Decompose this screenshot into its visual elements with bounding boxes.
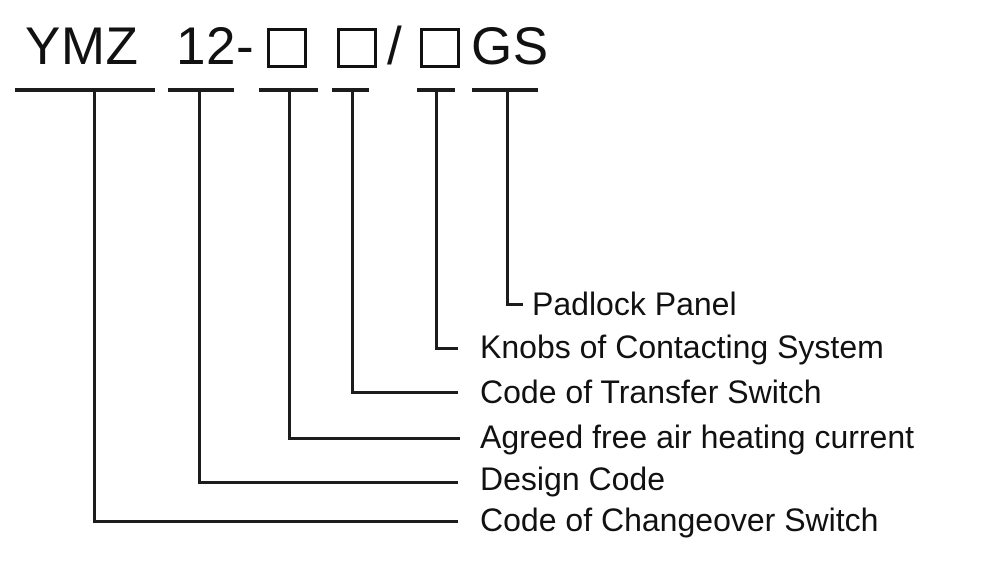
connector-vertical-heating [288, 88, 291, 440]
connector-horizontal-padlock [506, 303, 523, 306]
underline-changeover [15, 88, 155, 92]
underline-design [168, 88, 234, 92]
label-changeover-switch: Code of Changeover Switch [480, 502, 879, 538]
connector-vertical-changeover [93, 88, 96, 523]
label-knobs-of-contacting: Knobs of Contacting System [480, 329, 884, 365]
label-design-code: Design Code [480, 461, 665, 497]
connector-horizontal-heating [288, 437, 460, 440]
placeholder-box-2 [337, 28, 377, 68]
underline-transfer [332, 88, 369, 92]
connector-vertical-transfer [351, 88, 354, 394]
label-heating-current: Agreed free air heating current [480, 419, 915, 455]
title-slash: / [387, 17, 403, 76]
connector-horizontal-transfer [351, 391, 458, 394]
label-transfer-switch: Code of Transfer Switch [480, 374, 822, 410]
label-padlock-panel: Padlock Panel [532, 286, 737, 322]
title-design-code: 12- [176, 17, 255, 76]
connector-vertical-knobs [435, 88, 438, 350]
placeholder-box-3 [420, 28, 460, 68]
connector-vertical-padlock [506, 88, 509, 306]
connector-vertical-design [198, 88, 201, 484]
underline-padlock [472, 88, 538, 92]
connector-horizontal-changeover [93, 520, 458, 523]
title-prefix: YMZ [25, 17, 139, 76]
connector-horizontal-knobs [435, 347, 458, 350]
connector-horizontal-design [198, 481, 458, 484]
title-suffix: GS [471, 17, 549, 76]
placeholder-box-1 [267, 28, 307, 68]
